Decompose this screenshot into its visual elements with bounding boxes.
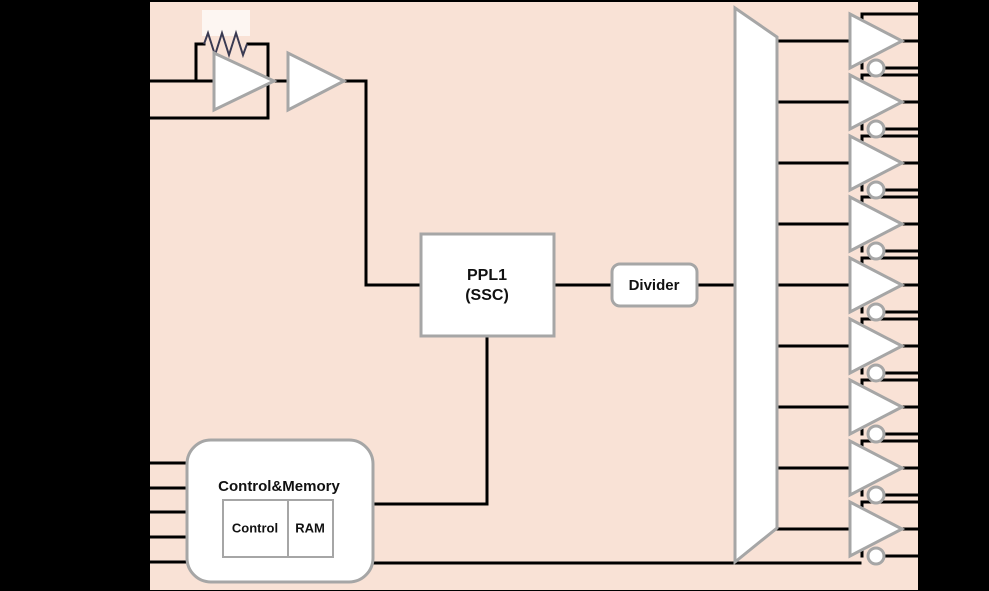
pll-block-label-line2: (SSC) [465,287,509,304]
oscillator-amplifier[interactable] [212,50,278,113]
output-buffer-7[interactable] [848,377,906,444]
resistor-zigzag-icon [203,29,248,59]
fanout-bus-block[interactable] [733,5,779,566]
control-sub-block-label: Control [232,520,278,535]
inverting-bubble-icon [866,546,886,566]
control-memory-title: Control&Memory [218,478,340,495]
inverting-bubble-icon [866,58,886,78]
inverting-bubble-icon [866,363,886,383]
buffer-amplifier[interactable] [286,50,348,113]
wire-layer [148,12,920,565]
inverting-bubble-icon [866,424,886,444]
ram-sub-block[interactable] [287,499,334,558]
wire-feedback-right [246,42,270,84]
pll-block-label-line1: PPL1 [467,267,507,284]
ram-sub-block-label: RAM [295,520,325,535]
inverting-bubble-icon [866,241,886,261]
output-buffer-1[interactable] [848,11,906,78]
inverting-bubble-icon [866,302,886,322]
pll-block[interactable]: PPL1 (SSC) [419,232,556,338]
output-buffer-8[interactable] [848,438,906,505]
inverting-bubble-icon [866,180,886,200]
wire-pll-to-control [371,334,489,506]
divider-block[interactable]: Divider [610,262,699,308]
divider-block-label: Divider [629,277,680,294]
control-memory-block[interactable]: Control&Memory Control RAM [185,438,375,584]
output-buffer-2[interactable] [848,72,906,139]
inverting-bubble-icon [866,485,886,505]
output-buffer-5[interactable] [848,255,906,322]
wire-buffer-to-pll [342,79,423,287]
wire-feedback-left [194,42,206,83]
output-buffer-6[interactable] [848,316,906,383]
output-buffer-9[interactable] [848,499,906,566]
feedback-resistor[interactable] [202,10,250,59]
output-buffer-3[interactable] [848,133,906,200]
output-buffer-4[interactable] [848,194,906,261]
inverting-bubble-icon [866,119,886,139]
